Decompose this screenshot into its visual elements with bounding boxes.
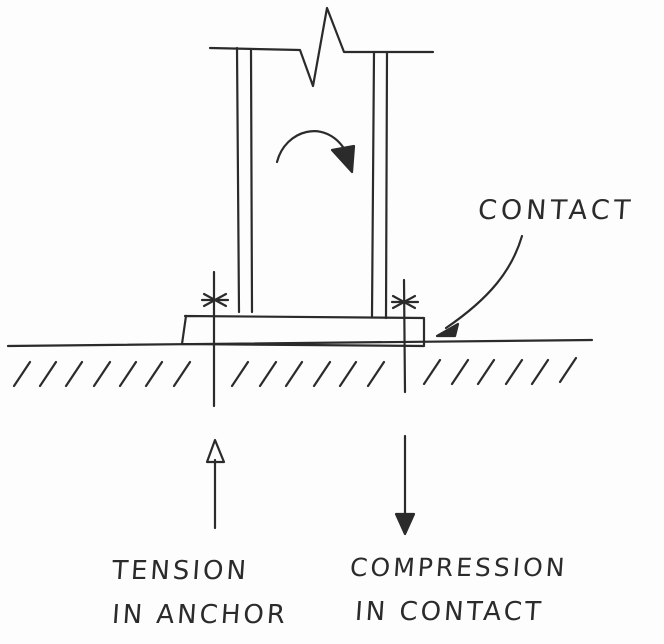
tension-arrow	[205, 438, 226, 530]
base-plate	[180, 314, 426, 348]
right-anchor-bolt	[390, 278, 420, 394]
ground-hatching	[12, 356, 578, 388]
column-inner-right	[370, 50, 376, 318]
left-anchor-bolt	[200, 270, 230, 408]
compression-label-line1: COMPRESSION	[349, 553, 569, 582]
contact-leader-arrow	[435, 234, 524, 338]
compression-arrow	[394, 434, 416, 536]
compression-label-line2: IN CONTACT	[353, 597, 545, 627]
tension-label-line1: TENSION	[110, 556, 250, 586]
column-inner-left	[249, 48, 254, 314]
tension-label-line2: IN ANCHOR	[110, 600, 289, 630]
ground-line	[6, 338, 594, 348]
column	[208, 6, 435, 320]
moment-arrow	[275, 130, 356, 174]
contact-label: CONTACT	[476, 195, 636, 226]
column-break-line	[208, 6, 435, 88]
column-outer-right	[384, 50, 389, 320]
column-outer-left	[235, 46, 241, 314]
